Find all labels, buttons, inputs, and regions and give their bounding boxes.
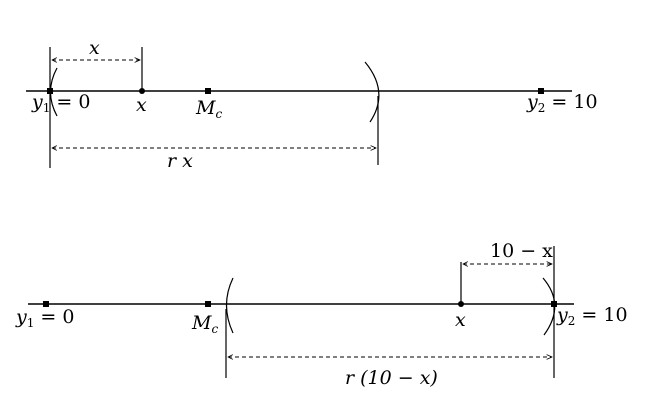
bottom-x-point-label: x (455, 309, 466, 331)
top-y2-label: y2 = 10 (526, 91, 598, 115)
top-x-point (139, 88, 145, 94)
bottom-diagram: 10 − x x r (10 − x) y1 = 0 Mc y2 = 10 (15, 240, 628, 389)
bottom-left-interval-bracket (225, 277, 234, 334)
bottom-y2-label: y2 = 10 (556, 304, 628, 328)
bottom-y1-point (43, 301, 49, 307)
top-lower-distance-label: r x (167, 150, 193, 172)
bottom-x-point (458, 301, 464, 307)
top-right-interval-bracket (364, 61, 380, 123)
bottom-y2-point (551, 301, 557, 307)
top-mc-point (205, 88, 211, 94)
top-x-point-label: x (136, 94, 147, 116)
bottom-upper-distance-label: 10 − x (490, 240, 553, 262)
top-upper-distance-label: x (89, 37, 100, 59)
top-y1-label: y1 = 0 (31, 91, 90, 115)
top-y1-point (47, 88, 53, 94)
top-mc-label: Mc (195, 97, 222, 121)
bottom-mc-label: Mc (191, 312, 218, 336)
bottom-mc-point (205, 301, 211, 307)
top-diagram: x x r x y1 = 0 Mc y2 = 10 (26, 37, 598, 172)
bottom-lower-distance-label: r (10 − x) (345, 367, 438, 389)
top-y2-point (538, 88, 544, 94)
bottom-y1-label: y1 = 0 (15, 306, 74, 330)
